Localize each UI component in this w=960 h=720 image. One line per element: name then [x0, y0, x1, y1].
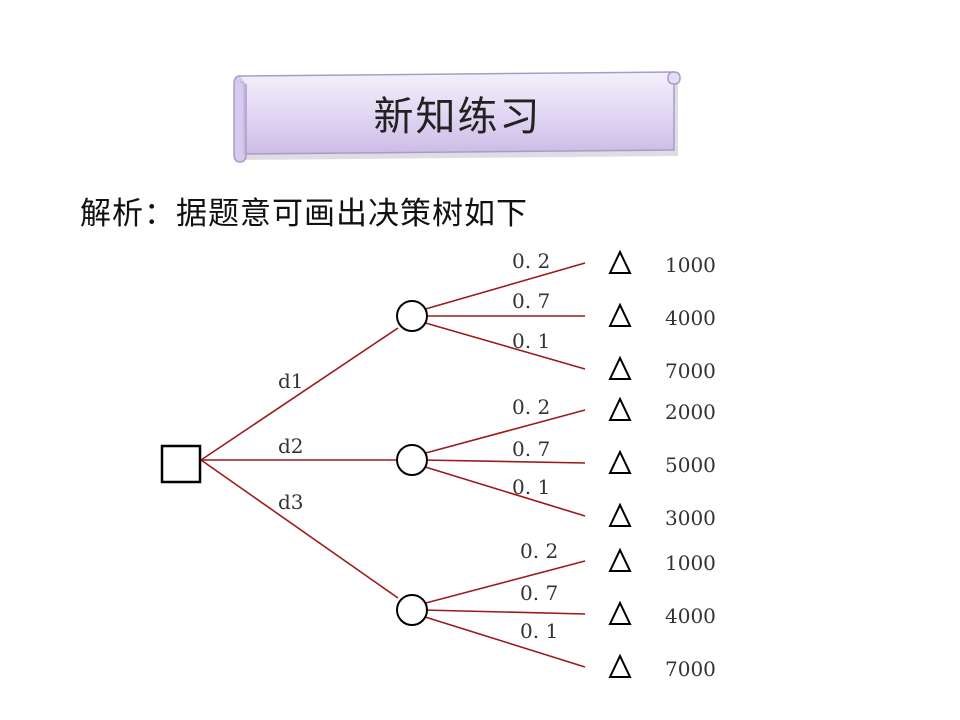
- payoff-value: 7000: [665, 657, 716, 681]
- probability-label: 0. 7: [512, 289, 550, 313]
- decision-label: d1: [278, 369, 304, 393]
- terminal-node-triangle: [608, 396, 632, 421]
- chance-node-circle: [396, 594, 428, 626]
- outcome-branch: [421, 321, 586, 370]
- decision-node-square: [160, 444, 202, 484]
- terminal-node-triangle: [608, 547, 632, 572]
- terminal-node-triangle: [608, 653, 632, 678]
- probability-label: 0. 2: [512, 249, 550, 273]
- outcome-branch: [421, 609, 586, 615]
- probability-label: 0. 1: [512, 475, 550, 499]
- terminal-node-triangle: [608, 600, 632, 625]
- outcome-branch: [421, 465, 586, 517]
- chance-node-circle: [396, 300, 428, 332]
- payoff-value: 4000: [665, 604, 716, 628]
- outcome-branch: [421, 409, 586, 455]
- decision-branch-d1: [200, 327, 399, 461]
- payoff-value: 5000: [665, 453, 716, 477]
- probability-label: 0. 2: [512, 395, 550, 419]
- payoff-value: 2000: [665, 400, 716, 424]
- probability-label: 0. 1: [520, 619, 558, 643]
- outcome-branch: [421, 262, 586, 311]
- payoff-value: 1000: [665, 551, 716, 575]
- probability-label: 0. 2: [520, 539, 558, 563]
- decision-label: d3: [278, 490, 304, 514]
- payoff-value: 3000: [665, 506, 716, 530]
- decision-label: d2: [278, 434, 304, 458]
- payoff-value: 1000: [665, 253, 716, 277]
- banner-title: 新知练习: [373, 94, 542, 140]
- terminal-node-triangle: [608, 302, 632, 327]
- probability-label: 0. 1: [512, 329, 550, 353]
- terminal-node-triangle: [608, 249, 632, 274]
- outcome-branch: [421, 560, 586, 605]
- probability-label: 0. 7: [520, 581, 558, 605]
- title-banner: 新知练习: [230, 62, 685, 170]
- chance-node-circle: [396, 444, 428, 476]
- analysis-intro-text: 解析：据题意可画出决策树如下: [80, 196, 528, 232]
- decision-branch-d3: [200, 459, 399, 599]
- outcome-branch: [421, 459, 586, 464]
- probability-label: 0. 7: [512, 437, 550, 461]
- terminal-node-triangle: [608, 449, 632, 474]
- payoff-value: 4000: [665, 306, 716, 330]
- outcome-branch: [421, 615, 586, 668]
- scroll-banner-shape: [233, 71, 681, 163]
- terminal-node-triangle: [608, 355, 632, 380]
- payoff-value: 7000: [665, 359, 716, 383]
- terminal-node-triangle: [608, 502, 632, 527]
